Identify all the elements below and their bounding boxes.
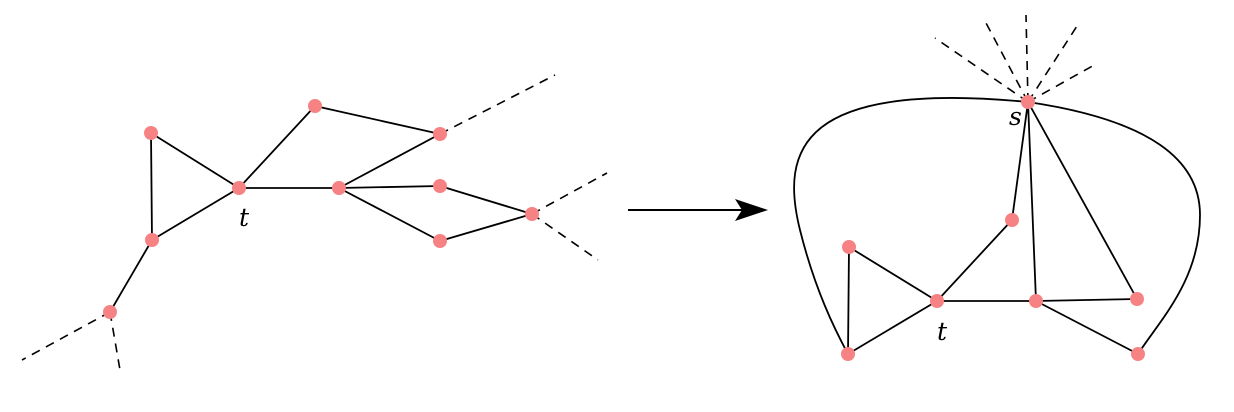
right-edge xyxy=(936,219,1013,302)
left-dashed-edge xyxy=(21,311,111,361)
left-edge xyxy=(314,105,441,135)
left-edge xyxy=(439,185,533,215)
right-dashed-ray xyxy=(985,22,1029,103)
right-graph: s t xyxy=(793,14,1201,361)
left-node xyxy=(103,305,117,319)
left-node-t xyxy=(232,181,246,195)
left-edge xyxy=(338,133,441,189)
right-node-s xyxy=(1021,95,1035,109)
right-label-s: s xyxy=(1009,102,1022,131)
right-edge xyxy=(847,300,938,355)
left-node xyxy=(332,181,346,195)
right-dashed-ray xyxy=(934,37,1029,103)
right-node xyxy=(1005,213,1019,227)
transform-arrow xyxy=(628,199,768,221)
right-dashed-ray xyxy=(1027,63,1097,103)
right-node xyxy=(842,240,856,254)
left-dashed-edge xyxy=(439,74,556,135)
left-edge xyxy=(439,213,533,242)
right-node-t xyxy=(930,294,944,308)
left-edge xyxy=(150,132,153,241)
left-edge xyxy=(338,187,441,242)
right-label-t: t xyxy=(937,317,948,346)
right-node xyxy=(1131,347,1145,361)
left-edge xyxy=(109,239,153,313)
right-edge xyxy=(1035,300,1139,355)
left-node xyxy=(433,234,447,248)
left-edge xyxy=(150,132,240,189)
left-node xyxy=(144,126,158,140)
right-outer-curve-right xyxy=(1027,101,1201,355)
left-node xyxy=(525,207,539,221)
right-node xyxy=(841,347,855,361)
left-node xyxy=(145,233,159,247)
left-dashed-edge xyxy=(109,311,121,371)
left-graph: t xyxy=(21,74,608,371)
right-outer-curve-left xyxy=(793,97,1029,355)
left-node xyxy=(433,127,447,141)
right-dashed-ray xyxy=(1027,25,1078,103)
right-node xyxy=(1130,292,1144,306)
left-node xyxy=(433,179,447,193)
left-edge xyxy=(338,185,441,189)
right-dashed-ray xyxy=(1025,14,1029,103)
left-label-t: t xyxy=(239,203,250,232)
right-edge xyxy=(847,246,850,355)
left-dashed-edge xyxy=(531,213,599,261)
right-edge xyxy=(1027,101,1138,300)
right-edge xyxy=(848,246,938,302)
right-edge xyxy=(1035,298,1138,302)
left-edge xyxy=(151,187,240,241)
left-node xyxy=(308,99,322,113)
arrow-head xyxy=(735,199,768,221)
right-edge xyxy=(1027,101,1037,302)
left-dashed-edge xyxy=(531,172,608,215)
right-node xyxy=(1029,294,1043,308)
right-edge xyxy=(1011,101,1029,221)
left-edge xyxy=(238,105,316,189)
